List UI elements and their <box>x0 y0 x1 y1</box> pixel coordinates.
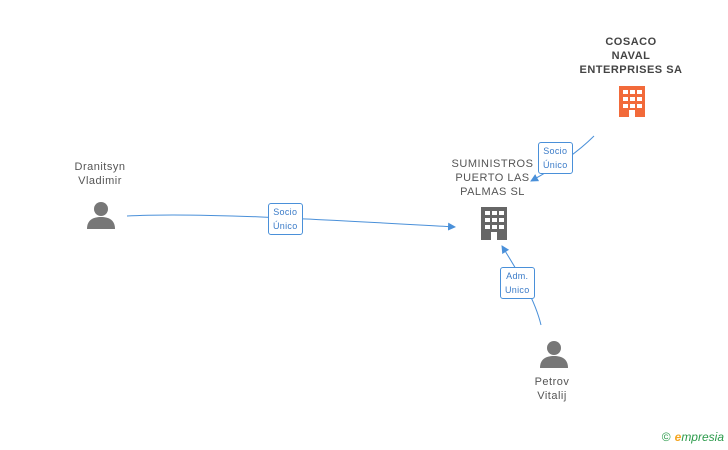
edge-label-adm-unico[interactable]: Adm. Unico <box>500 267 535 299</box>
brand-initial: e <box>674 430 682 444</box>
person-icon[interactable] <box>539 339 569 374</box>
person-name-petrov[interactable]: Petrov Vitalij <box>534 376 570 402</box>
empresia-logo[interactable]: ©empresia <box>662 430 724 444</box>
copyright-icon: © <box>661 430 671 444</box>
company-name-cosaco[interactable]: COSACO NAVAL ENTERPRISES SA <box>579 36 683 76</box>
building-icon[interactable] <box>616 85 648 124</box>
person-icon[interactable] <box>86 200 116 235</box>
edge-label-socio-unico[interactable]: Socio Único <box>538 142 573 174</box>
brand-name: mpresia <box>681 430 724 444</box>
building-icon[interactable] <box>478 206 510 247</box>
edge-label-socio-unico[interactable]: Socio Único <box>268 203 303 235</box>
company-name-suministros[interactable]: SUMINISTROS PUERTO LAS PALMAS SL <box>451 158 534 198</box>
person-name-dranitsyn[interactable]: Dranitsyn Vladimir <box>74 161 126 187</box>
